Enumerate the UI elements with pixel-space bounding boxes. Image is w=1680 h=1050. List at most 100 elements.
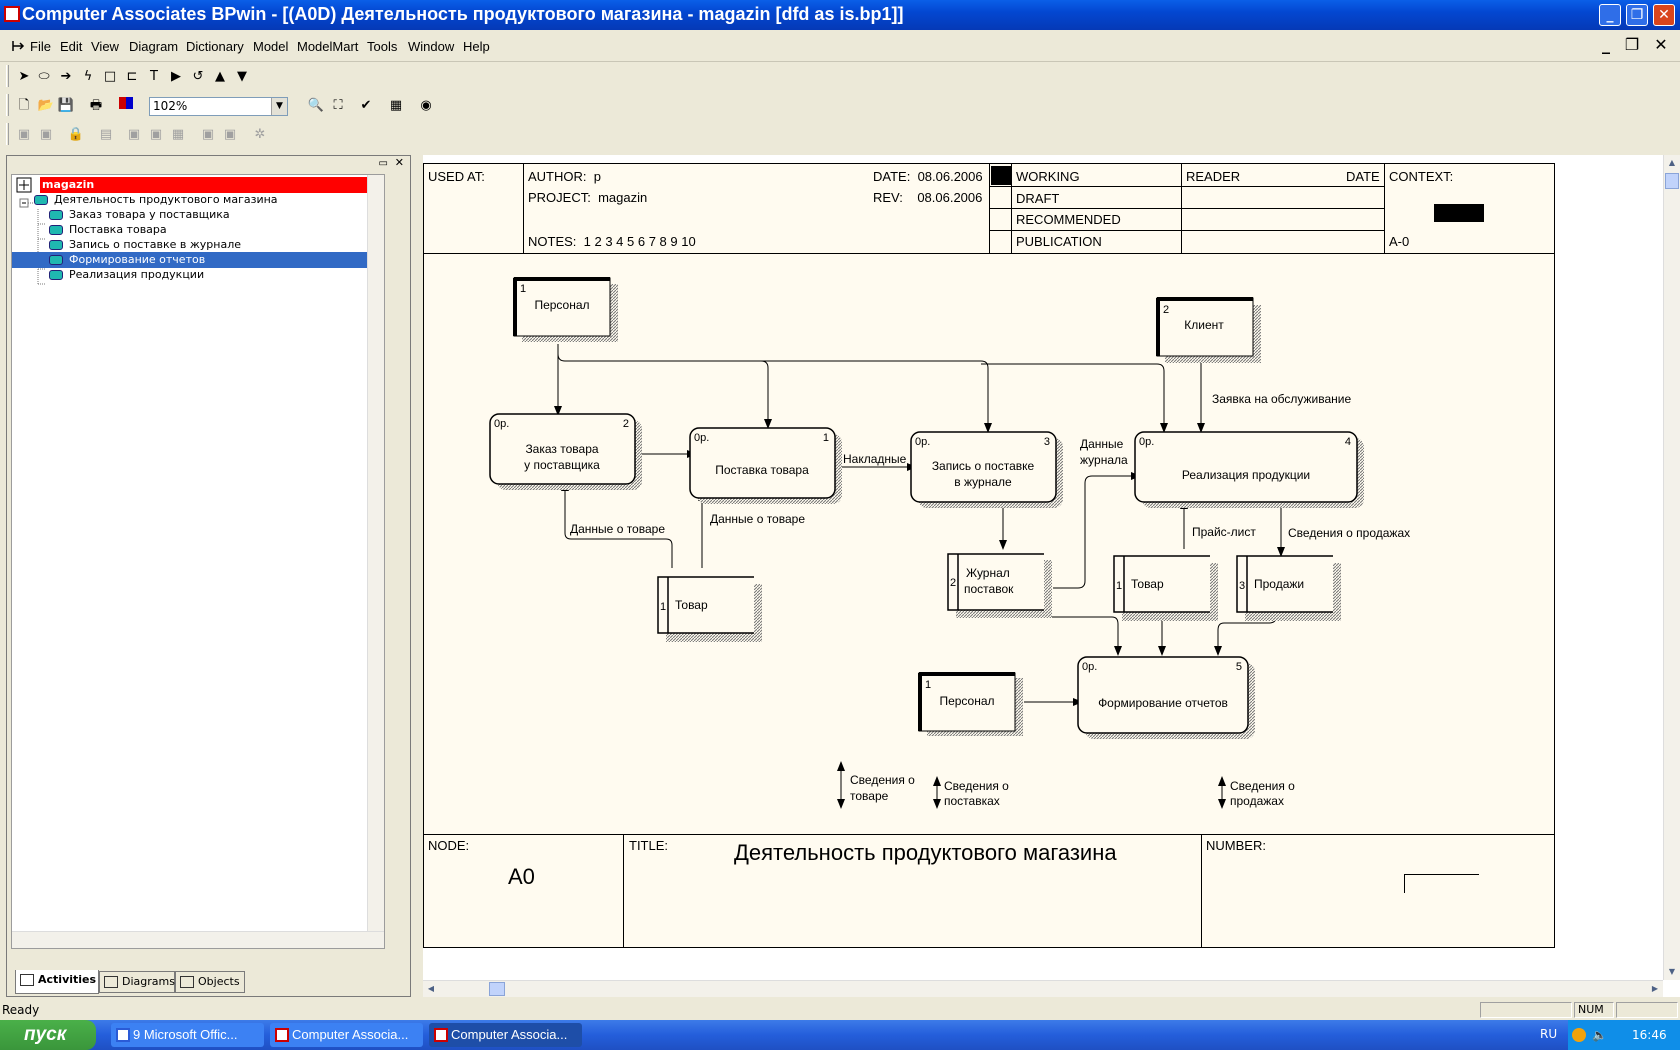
new-file-icon[interactable]: 🗋 — [18, 98, 30, 113]
mm-disconnect-icon[interactable]: ▣ — [39, 127, 53, 142]
tab-objects[interactable]: Objects — [175, 971, 245, 993]
process-2-order[interactable]: 0р. 2 Заказ товара у поставщика — [489, 413, 642, 490]
pointer-tool-icon[interactable]: ➤ — [18, 69, 30, 84]
external-entity-personal[interactable]: 1 Персонал — [513, 277, 618, 342]
mm-settings-icon[interactable]: ✲ — [254, 127, 266, 142]
tree-item[interactable]: Заказ товара у поставщика — [49, 207, 230, 223]
mm-save-icon[interactable]: ▣ — [127, 127, 141, 142]
tree-item[interactable]: Реализация продукции — [49, 267, 204, 283]
panel-restore-icon[interactable]: ▭ — [378, 158, 388, 169]
menu-model[interactable]: Model — [253, 39, 289, 54]
antivirus-tray-icon[interactable] — [1572, 1028, 1586, 1042]
scroll-left-icon[interactable]: ◀ — [427, 984, 435, 993]
close-button[interactable]: ✕ — [1653, 4, 1675, 26]
lock-icon[interactable]: 🔒 — [67, 127, 85, 142]
tree-horizontal-scrollbar[interactable] — [12, 931, 384, 948]
process-5-reports[interactable]: 0р. 5 Формирование отчетов — [1077, 656, 1255, 739]
system-tray: 🔈 16:46 — [1568, 1020, 1680, 1050]
tree-root-magazin[interactable]: magazin — [40, 177, 384, 193]
mm-connect-icon[interactable]: ▣ — [17, 127, 31, 142]
context-thumbnail[interactable] — [1434, 204, 1484, 222]
minimize-button[interactable]: _ — [1599, 4, 1621, 26]
panel-close-icon[interactable]: ✕ — [394, 156, 404, 169]
bpwin-app-icon[interactable] — [4, 6, 20, 22]
spellcheck-icon[interactable]: ✔ — [360, 98, 372, 113]
mm-users-icon[interactable]: ▣ — [201, 127, 215, 142]
datastore-tool-icon[interactable]: ⊏ — [126, 69, 138, 84]
zoom-icon[interactable]: 🔍 — [307, 98, 325, 113]
text-tool-icon[interactable]: T — [150, 69, 158, 84]
toolbar-grip[interactable] — [6, 65, 9, 87]
tab-diagrams[interactable]: Diagrams — [99, 971, 175, 993]
restore-button[interactable]: ❐ — [1626, 4, 1648, 26]
process-4-sales[interactable]: 0р. 4 Реализация продукции — [1134, 431, 1364, 508]
tree-item[interactable]: Запись о поставке в журнале — [49, 237, 241, 253]
scroll-right-icon[interactable]: ▶ — [1651, 984, 1659, 993]
mm-edit-icon[interactable]: ▣ — [149, 127, 163, 142]
rectangle-tool-icon[interactable]: □ — [103, 69, 117, 84]
menu-edit[interactable]: Edit — [60, 39, 83, 54]
save-icon[interactable]: 💾 — [57, 98, 75, 113]
date-label: DATE: — [873, 169, 911, 184]
mdi-restore-button[interactable]: ❐ — [1624, 35, 1640, 54]
taskbar-item-bpwin-2[interactable]: Computer Associa... — [429, 1023, 582, 1047]
document-menu-icon[interactable] — [12, 40, 26, 52]
go-down-icon[interactable]: ▼ — [237, 69, 247, 84]
language-indicator[interactable]: RU — [1540, 1027, 1558, 1041]
scroll-thumb[interactable] — [1665, 173, 1679, 189]
menu-dictionary[interactable]: Dictionary — [186, 39, 244, 54]
diagram-horizontal-scrollbar[interactable]: ◀ ▶ — [423, 980, 1663, 997]
datastore-goods-2[interactable]: 1 Товар — [1113, 555, 1218, 621]
start-button[interactable]: пуск — [0, 1020, 96, 1050]
oval-tool-icon[interactable]: ⬭ — [38, 69, 50, 84]
scroll-down-icon[interactable]: ▼ — [1668, 967, 1676, 976]
process-3-journal-record[interactable]: 0р. 3 Запись о поставке в журнале — [910, 431, 1063, 508]
menu-tools[interactable]: Tools — [367, 39, 398, 54]
open-folder-icon[interactable]: 📂 — [37, 98, 55, 113]
mdi-close-button[interactable]: ✕ — [1654, 35, 1668, 54]
squiggle-tool-icon[interactable]: ϟ — [83, 69, 93, 84]
menu-modelmart[interactable]: ModelMart — [297, 39, 359, 54]
go-up-icon[interactable]: ▲ — [215, 69, 225, 84]
tree-vertical-scrollbar[interactable] — [367, 175, 384, 948]
globe-icon[interactable]: ◉ — [420, 98, 432, 113]
menu-file[interactable]: File — [30, 39, 51, 54]
undo-icon[interactable]: ↺ — [192, 69, 204, 84]
go-child-icon[interactable]: ▶ — [171, 69, 181, 84]
print-icon[interactable]: 🖶 — [89, 98, 103, 113]
process-1-delivery[interactable]: 0р. 1 Поставка товара — [689, 427, 842, 504]
diagram-canvas[interactable]: USED AT: AUTHOR: p PROJECT: magazin NOTE… — [423, 155, 1680, 997]
menu-window[interactable]: Window — [408, 39, 455, 54]
tree-item-selected[interactable]: Формирование отчетов — [12, 252, 370, 268]
menu-help[interactable]: Help — [463, 39, 490, 54]
arrow-tool-icon[interactable]: ➔ — [60, 69, 72, 84]
scroll-up-icon[interactable]: ▲ — [1668, 158, 1676, 167]
toolbar-grip[interactable] — [6, 94, 9, 116]
color-icon[interactable] — [116, 96, 136, 116]
datastore-goods-1[interactable]: 1 Товар — [657, 576, 762, 642]
model-explorer-icon[interactable]: ▦ — [389, 98, 403, 113]
taskbar-item-office[interactable]: 9 Microsoft Offic... — [111, 1023, 264, 1047]
external-entity-client[interactable]: 2 Клиент — [1156, 297, 1261, 363]
chevron-down-icon[interactable]: ▼ — [271, 98, 287, 115]
volume-icon[interactable]: 🔈 — [1592, 1028, 1607, 1042]
mm-security-icon[interactable]: ▣ — [223, 127, 237, 142]
diagram-vertical-scrollbar[interactable]: ▲ ▼ — [1663, 155, 1680, 980]
zoom-combobox[interactable]: 102%▼ — [149, 97, 288, 116]
mm-library-icon[interactable]: ▤ — [99, 127, 113, 142]
external-entity-personal-2[interactable]: 1 Персонал — [918, 672, 1023, 736]
toolbar-grip[interactable] — [6, 123, 9, 145]
menu-view[interactable]: View — [91, 39, 119, 54]
tree-item[interactable]: Поставка товара — [49, 222, 167, 238]
tab-label: Diagrams — [122, 975, 175, 988]
mdi-minimize-button[interactable]: _ — [1602, 35, 1610, 54]
mm-grid-icon[interactable]: ▦ — [171, 127, 185, 142]
datastore-sales[interactable]: 3 Продажи — [1236, 555, 1341, 621]
tree-parent-activity[interactable]: Деятельность продуктового магазина — [34, 192, 278, 208]
tab-activities[interactable]: Activities — [15, 970, 99, 994]
datastore-journal[interactable]: 2 Журнал поставок — [947, 553, 1052, 618]
menu-diagram[interactable]: Diagram — [129, 39, 179, 54]
zoom-fit-icon[interactable]: ⛶ — [333, 98, 343, 113]
taskbar-item-bpwin-1[interactable]: Computer Associa... — [270, 1023, 423, 1047]
scroll-thumb[interactable] — [489, 982, 505, 996]
